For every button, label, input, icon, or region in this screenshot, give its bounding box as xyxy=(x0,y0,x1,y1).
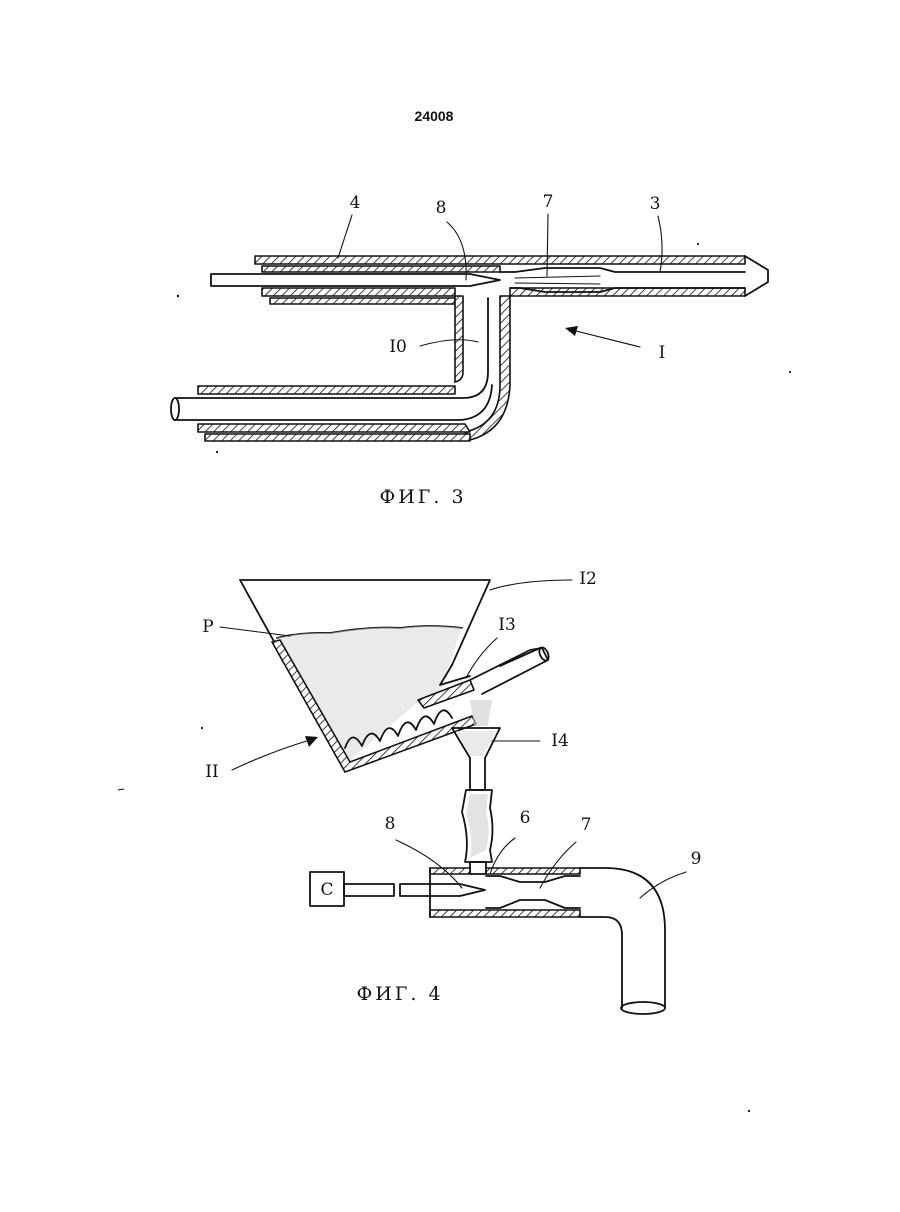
fig4-air-line xyxy=(344,884,394,896)
fig3-branch-left-wall xyxy=(455,296,463,382)
fig4-outlet-pipe xyxy=(580,868,665,1008)
fig4-label-6: 6 xyxy=(520,808,531,828)
fig3-label-3: 3 xyxy=(650,194,661,214)
fig4-ejector-top-wall xyxy=(430,868,470,874)
fig4-label-7: 7 xyxy=(581,815,592,835)
fig3-wall-left-outer xyxy=(270,298,455,304)
fig4-nozzle xyxy=(400,884,485,896)
fig3-label-8: 8 xyxy=(436,198,447,218)
fig3-wall-bottom-left xyxy=(262,288,455,296)
fig3-venturi xyxy=(500,268,745,272)
fig3-feed-pipe-bottom-wall xyxy=(198,424,470,432)
fig3-feed-pipe-inner xyxy=(175,298,488,398)
fig3-label-7: 7 xyxy=(543,192,554,212)
fig4-ejector-bottom-wall xyxy=(430,910,580,917)
fig4-label-13: I3 xyxy=(498,615,516,635)
figure-3: 4 8 7 3 I0 I ФИГ. 3 xyxy=(171,192,768,508)
figure-4: C I2 P I3 I4 II 8 6 7 9 ФИГ. 4 xyxy=(202,569,701,1014)
fig4-ejector-top-right xyxy=(486,868,580,874)
fig3-label-10: I0 xyxy=(389,337,407,357)
fig4-label-11: II xyxy=(205,762,218,782)
fig3-label-4: 4 xyxy=(350,193,361,213)
fig4-label-12: I2 xyxy=(579,569,597,589)
fig4-label-P: P xyxy=(202,617,213,637)
fig3-caption: ФИГ. 3 xyxy=(379,486,466,508)
fig3-inner-wall-top xyxy=(262,266,500,272)
fig4-label-8: 8 xyxy=(385,814,396,834)
fig3-feed-pipe-outer-wall xyxy=(205,434,470,441)
fig3-feed-pipe-opening xyxy=(171,398,179,420)
fig3-nozzle-tube xyxy=(211,274,500,286)
fig4-ejector-throat xyxy=(486,876,580,908)
fig3-feed-pipe-top-wall xyxy=(198,386,455,394)
fig3-outlet-tip xyxy=(745,256,768,296)
fig4-outlet-opening xyxy=(621,1002,665,1014)
patent-number: 24008 xyxy=(415,108,454,124)
fig4-label-14: I4 xyxy=(551,731,569,751)
fig4-label-C: C xyxy=(320,880,333,900)
fig4-label-9: 9 xyxy=(691,849,702,869)
fig3-label-1: I xyxy=(659,343,666,363)
fig4-caption: ФИГ. 4 xyxy=(356,983,443,1005)
fig3-outer-wall-top xyxy=(255,256,745,264)
